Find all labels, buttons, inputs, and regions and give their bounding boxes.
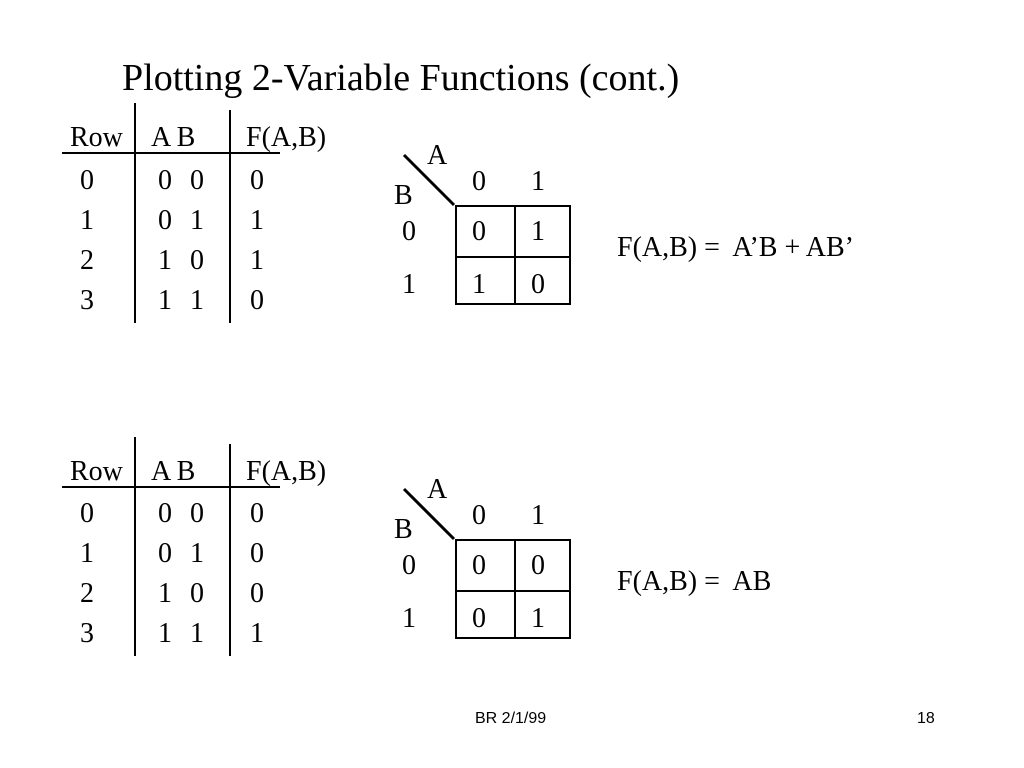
row-index: 2 — [80, 578, 94, 609]
kmap-cell: 0 — [472, 216, 486, 247]
table-divider-row-ab — [134, 437, 136, 656]
kmap-grid — [455, 205, 571, 305]
value-b: 0 — [190, 578, 204, 609]
row-index: 3 — [80, 285, 94, 316]
value-b: 1 — [190, 205, 204, 236]
table-divider-ab-f — [229, 110, 231, 323]
row-index: 1 — [80, 538, 94, 569]
kmap-variable-a: A — [427, 474, 448, 505]
kmap-grid — [455, 539, 571, 639]
kmap-cell: 0 — [531, 550, 545, 581]
kmap-grid-vline — [514, 207, 516, 303]
kmap-cell: 0 — [472, 550, 486, 581]
kmap-row-label: 0 — [402, 216, 416, 247]
row-index: 1 — [80, 205, 94, 236]
value-b: 1 — [190, 538, 204, 569]
table-header-rule — [62, 486, 280, 488]
value-f: 0 — [250, 538, 264, 569]
value-f: 0 — [250, 498, 264, 529]
value-a: 1 — [158, 618, 172, 649]
value-a: 0 — [158, 165, 172, 196]
kmap-col-label: 1 — [531, 166, 545, 197]
kmap-col-label: 0 — [472, 166, 486, 197]
value-f: 1 — [250, 618, 264, 649]
value-a: 1 — [158, 285, 172, 316]
kmap-col-label: 0 — [472, 500, 486, 531]
value-a: 0 — [158, 498, 172, 529]
value-f: 1 — [250, 245, 264, 276]
kmap-variable-b: B — [394, 180, 413, 211]
value-b: 1 — [190, 618, 204, 649]
header-f: F(A,B) — [246, 456, 327, 487]
slide-title: Plotting 2-Variable Functions (cont.) — [122, 57, 680, 99]
kmap-cell: 0 — [472, 603, 486, 634]
value-f: 0 — [250, 578, 264, 609]
kmap-variable-a: A — [427, 140, 448, 171]
row-index: 2 — [80, 245, 94, 276]
value-a: 0 — [158, 205, 172, 236]
value-f: 0 — [250, 285, 264, 316]
value-b: 0 — [190, 498, 204, 529]
value-a: 0 — [158, 538, 172, 569]
table-divider-ab-f — [229, 444, 231, 656]
row-index: 3 — [80, 618, 94, 649]
kmap-row-label: 1 — [402, 269, 416, 300]
kmap-corner-diagonal — [402, 487, 456, 541]
footer-date: BR 2/1/99 — [475, 710, 547, 727]
kmap-grid-hline — [457, 590, 569, 592]
row-index: 0 — [80, 165, 94, 196]
value-f: 1 — [250, 205, 264, 236]
kmap-cell: 1 — [531, 603, 545, 634]
kmap-variable-b: B — [394, 514, 413, 545]
row-index: 0 — [80, 498, 94, 529]
header-row: Row — [70, 122, 123, 153]
value-f: 0 — [250, 165, 264, 196]
kmap-cell: 1 — [531, 216, 545, 247]
kmap-cell: 0 — [531, 269, 545, 300]
value-a: 1 — [158, 245, 172, 276]
kmap-corner-diagonal — [402, 153, 456, 207]
kmap-col-label: 1 — [531, 500, 545, 531]
kmap-row-label: 0 — [402, 550, 416, 581]
table-divider-row-ab — [134, 103, 136, 323]
value-a: 1 — [158, 578, 172, 609]
kmap-cell: 1 — [472, 269, 486, 300]
value-b: 1 — [190, 285, 204, 316]
value-b: 0 — [190, 245, 204, 276]
kmap-grid-hline — [457, 256, 569, 258]
table-header-rule — [62, 152, 280, 154]
kmap-row-label: 1 — [402, 603, 416, 634]
function-equation: F(A,B) = A’B + AB’ — [617, 232, 854, 263]
header-ab: A B — [151, 456, 196, 487]
function-equation: F(A,B) = AB — [617, 566, 772, 597]
header-f: F(A,B) — [246, 122, 327, 153]
header-ab: A B — [151, 122, 196, 153]
value-b: 0 — [190, 165, 204, 196]
kmap-grid-vline — [514, 541, 516, 637]
slide-number: 18 — [917, 710, 935, 727]
header-row: Row — [70, 456, 123, 487]
